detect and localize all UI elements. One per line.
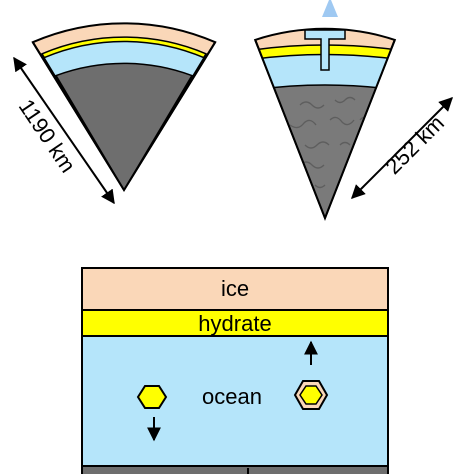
ocean-label: ocean <box>202 384 262 409</box>
left-wedge: 1190 km <box>13 22 217 205</box>
right-dimension-label: 252 km <box>380 110 449 179</box>
ice-layer <box>81 267 389 311</box>
sinking-hydrate-crystal <box>136 385 168 409</box>
right-wedge: 252 km <box>253 0 453 221</box>
layer-box: ice hydrate ocean <box>81 267 389 474</box>
hydrate-label: hydrate <box>198 311 271 336</box>
right-dimension-arrow <box>351 97 453 199</box>
hydrate-layer <box>81 309 389 337</box>
right-plume <box>322 0 338 17</box>
left-core <box>54 62 194 192</box>
left-dimension-arrow <box>13 56 115 205</box>
right-core <box>255 84 395 219</box>
right-ice-channel <box>304 29 346 71</box>
ice-label: ice <box>221 276 249 301</box>
core-layer <box>81 465 389 474</box>
rising-coated-crystal-core <box>299 385 323 405</box>
ocean-layer <box>81 335 389 467</box>
